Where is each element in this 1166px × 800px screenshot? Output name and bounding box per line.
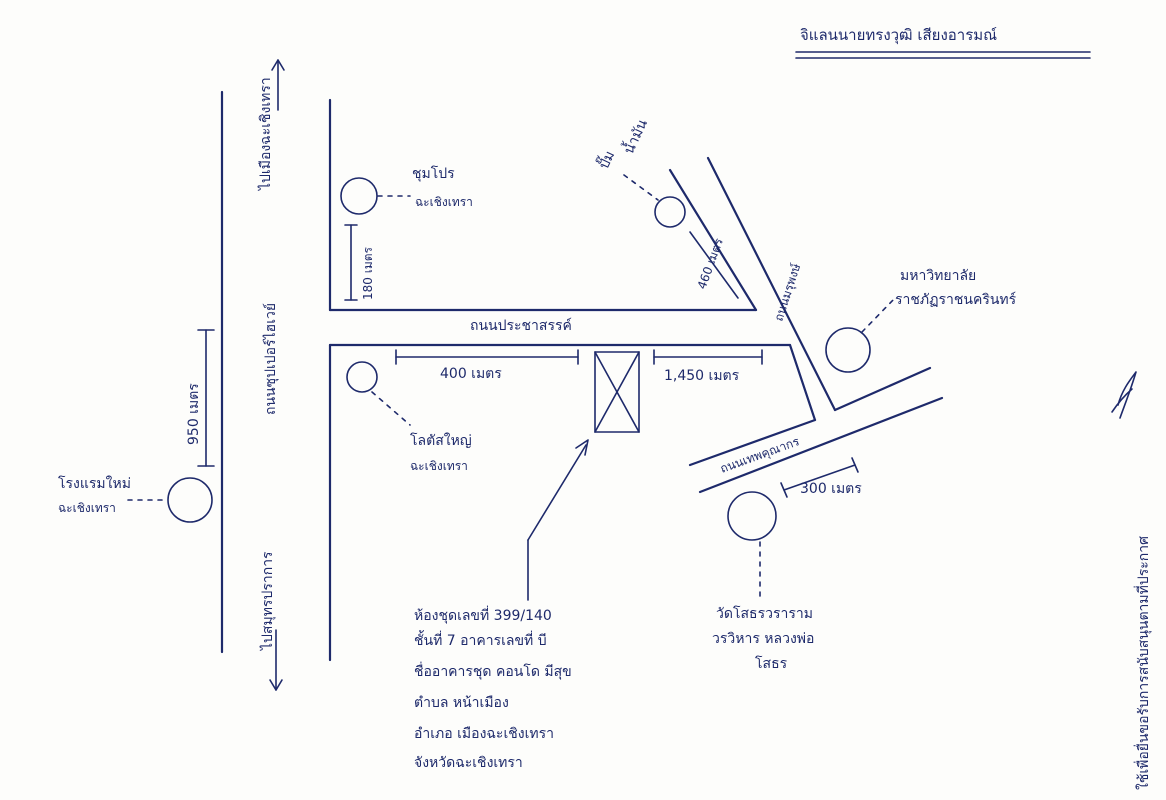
distance-300-cap-left [780, 482, 788, 498]
gas-station-line-2: น้ำมัน [618, 115, 651, 156]
distance-460-line [689, 231, 739, 299]
signature-mark [1117, 371, 1137, 419]
temple-line-1: วัดโสธรวราราม [716, 605, 813, 622]
thepkunakorn-road-upper [833, 366, 932, 412]
temple-marker [727, 491, 777, 541]
thepkunakorn-road-top [688, 418, 817, 467]
marupong-road-lower [788, 343, 817, 422]
top-left-place-line-1: ชุมโปร [412, 165, 455, 182]
gas-station-leader [623, 174, 659, 201]
address-line-1: ห้องชุดเลขที่ 399/140 [414, 606, 552, 624]
map-title: จิแลนนายทรงวุฒิ เสียงอารมณ์ [800, 26, 997, 45]
pointer-diagonal [527, 444, 587, 541]
left-hotel-marker [167, 477, 213, 523]
property-box [594, 351, 640, 433]
main-road-label: ถนนซุปเปอร์ไฮเวย์ [262, 303, 279, 415]
lotus-marker [346, 361, 378, 393]
temple-line-3: โสธร [755, 655, 788, 672]
address-line-6: จังหวัดฉะเชิงเทรา [414, 755, 523, 771]
address-line-4: ตำบล หน้าเมือง [414, 695, 509, 711]
university-marker [825, 327, 871, 373]
distance-300-label: 300 เมตร [800, 481, 862, 497]
distance-180-label: 180 เมตร [361, 246, 375, 300]
top-left-place-line-2: ฉะเชิงเทรา [415, 195, 473, 209]
university-leader [861, 297, 896, 333]
distance-950-label: 950 เมตร [186, 383, 202, 445]
distance-1450-label: 1,450 เมตร [664, 368, 740, 384]
university-line-2: ราชภัฏราชนครินทร์ [895, 291, 1017, 308]
marupong-road-left [668, 168, 758, 312]
distance-400-label: 400 เมตร [440, 366, 502, 382]
lotus-line-2: ฉะเชิงเทรา [410, 459, 468, 473]
thepkunakorn-road-bottom [698, 396, 944, 494]
marupong-road-right [706, 156, 837, 412]
lotus-leader [371, 391, 411, 426]
to-samutprakan-label: ไปสมุทรปราการ [259, 551, 276, 651]
university-line-1: มหาวิทยาลัย [900, 268, 976, 284]
signature-mark-stroke [1111, 388, 1133, 413]
side-note: ใช้เพื่อยื่นขอรับการสนับสนุนตามที่ประกาศ [1134, 536, 1152, 790]
address-line-2: ชั้นที่ 7 อาคารเลขที่ บี [414, 630, 547, 649]
arrow-down-head [269, 679, 283, 691]
gas-station-marker [654, 196, 686, 228]
distance-300-cap-right [851, 457, 859, 473]
prachasan-road-label: ถนนประชาสรรค์ [470, 317, 572, 334]
property-cross-2 [594, 351, 640, 433]
temple-line-2: วรวิหาร หลวงพ่อ [712, 631, 814, 647]
top-left-place-marker [340, 177, 378, 215]
distance-300-line [783, 464, 856, 491]
left-hotel-line-1: โรงแรมใหม่ [58, 475, 131, 492]
address-line-5: อำเภอ เมืองฉะเชิงเทรา [414, 726, 554, 742]
lotus-line-1: โลตัสใหญ่ [410, 432, 472, 449]
left-hotel-line-2: ฉะเชิงเทรา [58, 501, 116, 515]
arrow-up-head [271, 59, 285, 71]
pointer-arrow-head [575, 439, 589, 456]
gas-station-line-1: ปั๊ม [593, 147, 618, 171]
address-line-3: ชื่ออาคารชุด คอนโด มีสุข [414, 662, 572, 680]
to-city-label: ไปเมืองฉะเชิงเทรา [257, 77, 274, 191]
